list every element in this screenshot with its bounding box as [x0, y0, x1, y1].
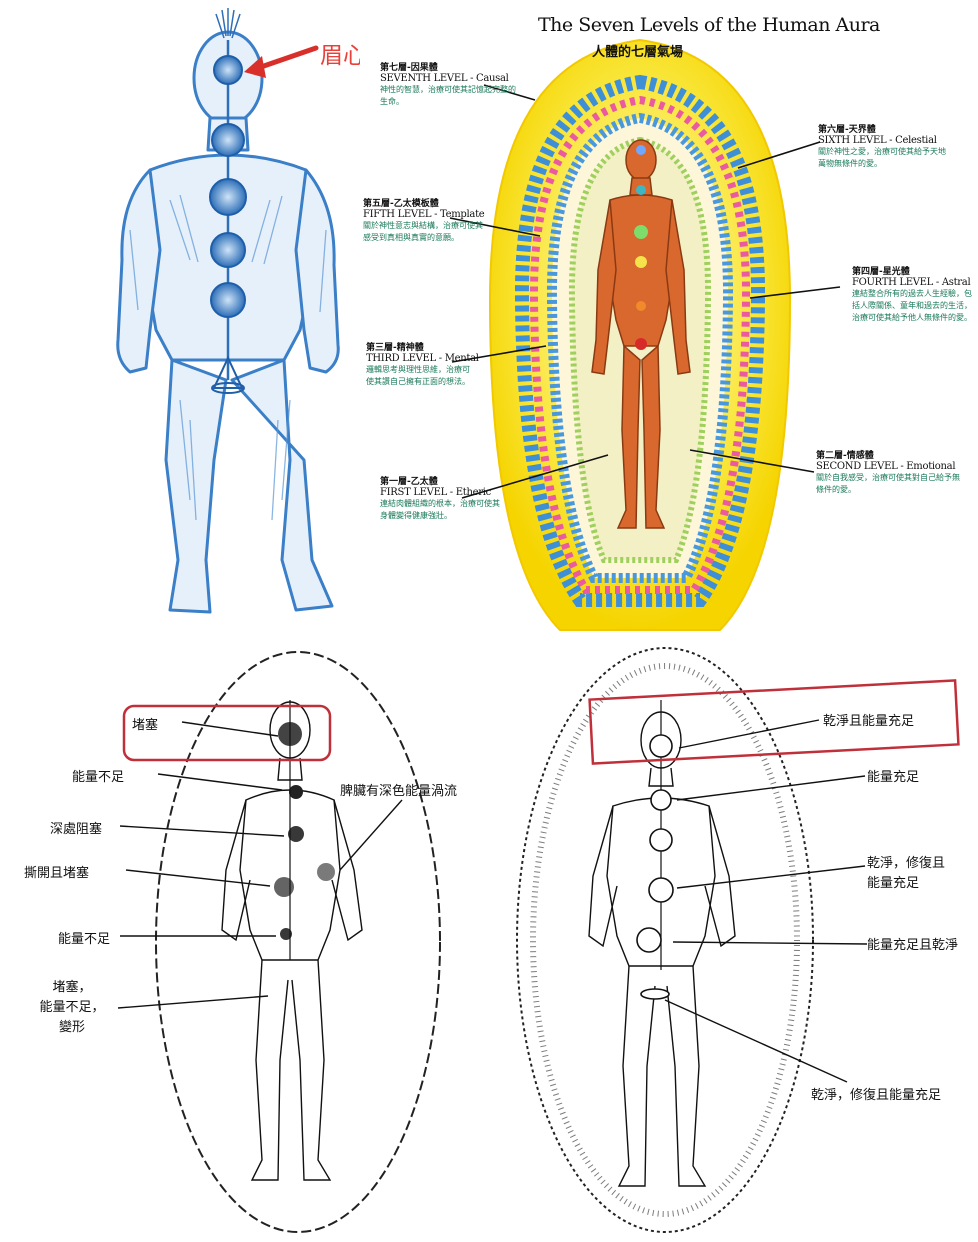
level-fourth-desc: 連結整合所有的過去人生經驗，包括人際關係、童年和過去的生活，治療可使其給予他人無… — [852, 288, 974, 324]
solar-plexus-chakra-icon — [649, 878, 673, 902]
brow-chakra-label: 眉心轮 — [320, 36, 360, 70]
label-repaired-line-1: 乾淨，修復且 — [867, 854, 945, 874]
level-second-zh: 第二層-情感體 — [816, 448, 966, 461]
sacral-chakra-icon — [211, 283, 245, 317]
blue-figure-drawing — [0, 0, 360, 630]
level-third-desc: 邏輯思考與理性思維，治療可使其讚自己擁有正面的想法。 — [366, 364, 476, 388]
level-sixth: 第六層-天界體 SIXTH LEVEL - Celestial 關於神性之愛，治… — [818, 122, 948, 170]
label-torn: 撕開且堵塞 — [24, 862, 89, 881]
aura-title: The Seven Levels of the Human Aura — [538, 14, 880, 36]
label-spleen: 脾臟有深色能量渦流 — [340, 780, 457, 799]
brow-chakra-panel: 眉心轮 — [0, 0, 360, 630]
level-fourth-zh: 第四層-星光體 — [852, 264, 974, 277]
level-third-zh: 第三層-精神體 — [366, 340, 476, 353]
heart-chakra-icon — [210, 179, 246, 215]
level-seventh: 第七層-因果體 SEVENTH LEVEL - Causal 神性的智慧，治療可… — [380, 60, 520, 108]
level-second: 第二層-情感體 SECOND LEVEL - Emotional 關於自我感受，… — [816, 448, 966, 496]
label-clean-full: 乾淨且能量充足 — [823, 710, 914, 729]
throat-chakra-icon — [651, 790, 671, 810]
sacral-chakra-icon — [637, 928, 661, 952]
level-second-en: SECOND LEVEL - Emotional — [816, 461, 966, 472]
label-legs-clean: 乾淨，修復且能量充足 — [811, 1084, 941, 1103]
label-full-clean: 能量充足且乾淨 — [867, 934, 958, 953]
blocked-chakra-panel: 堵塞 能量不足 脾臟有深色能量渦流 深處阻塞 撕開且堵塞 能量不足 堵塞， 能量… — [0, 640, 489, 1242]
level-fourth: 第四層-星光體 FOURTH LEVEL - Astral 連結整合所有的過去人… — [852, 264, 974, 324]
level-fifth-en: FIFTH LEVEL - Template — [363, 209, 487, 220]
label-legs: 堵塞， 能量不足， 變形 — [36, 978, 108, 1038]
level-sixth-desc: 關於神性之愛，治療可使其給予天地萬物無條件的愛。 — [818, 146, 948, 170]
level-seventh-en: SEVENTH LEVEL - Causal — [380, 73, 520, 84]
label-repaired-line-2: 能量充足 — [867, 874, 945, 894]
level-first: 第一層-乙太體 FIRST LEVEL - Etheric 連結肉體組織的根本，… — [380, 474, 502, 522]
label-legs-line-1: 堵塞， — [36, 978, 108, 998]
level-third-en: THIRD LEVEL - Mental — [366, 353, 476, 364]
level-first-en: FIRST LEVEL - Etheric — [380, 487, 502, 498]
level-sixth-zh: 第六層-天界體 — [818, 122, 948, 135]
level-fifth: 第五層-乙太模板體 FIFTH LEVEL - Template 關於神性意志與… — [363, 196, 487, 244]
clean-chakra-panel: 乾淨且能量充足 能量充足 乾淨，修復且 能量充足 能量充足且乾淨 乾淨，修復且能… — [489, 640, 978, 1242]
level-first-zh: 第一層-乙太體 — [380, 474, 502, 487]
label-low-energy-1: 能量不足 — [72, 766, 124, 785]
label-deep-block: 深處阻塞 — [50, 818, 102, 837]
label-blocked: 堵塞 — [132, 714, 158, 733]
level-fourth-en: FOURTH LEVEL - Astral — [852, 277, 974, 288]
brow-chakra-icon — [650, 735, 672, 757]
level-fifth-zh: 第五層-乙太模板體 — [363, 196, 487, 209]
level-seventh-zh: 第七層-因果體 — [380, 60, 520, 73]
level-seventh-desc: 神性的智慧，治療可使其記憶起完整的生命。 — [380, 84, 520, 108]
level-third: 第三層-精神體 THIRD LEVEL - Mental 邏輯思考與理性思維，治… — [366, 340, 476, 388]
label-low-energy-2: 能量不足 — [58, 928, 110, 947]
label-legs-line-2: 能量不足， — [36, 998, 108, 1018]
aura-levels-panel: The Seven Levels of the Human Aura 人體的七層… — [360, 0, 978, 640]
level-sixth-en: SIXTH LEVEL - Celestial — [818, 135, 948, 146]
heart-chakra-icon — [650, 829, 672, 851]
root-chakra-icon — [641, 989, 669, 999]
level-fifth-desc: 關於神性意志與結構，治療可使其感受到真相與真實的意願。 — [363, 220, 487, 244]
level-first-desc: 連結肉體組織的根本，治療可使其身體變得健康強壯。 — [380, 498, 502, 522]
label-legs-line-3: 變形 — [36, 1018, 108, 1038]
aura-subtitle: 人體的七層氣場 — [592, 41, 683, 60]
label-full: 能量充足 — [867, 766, 919, 785]
solar-plexus-chakra-icon — [211, 233, 245, 267]
label-repaired: 乾淨，修復且 能量充足 — [867, 854, 945, 894]
level-second-desc: 關於自我感受，治療可使其對自己給予無條件的愛。 — [816, 472, 966, 496]
brow-chakra-icon — [214, 56, 242, 84]
throat-chakra-icon — [212, 124, 244, 156]
